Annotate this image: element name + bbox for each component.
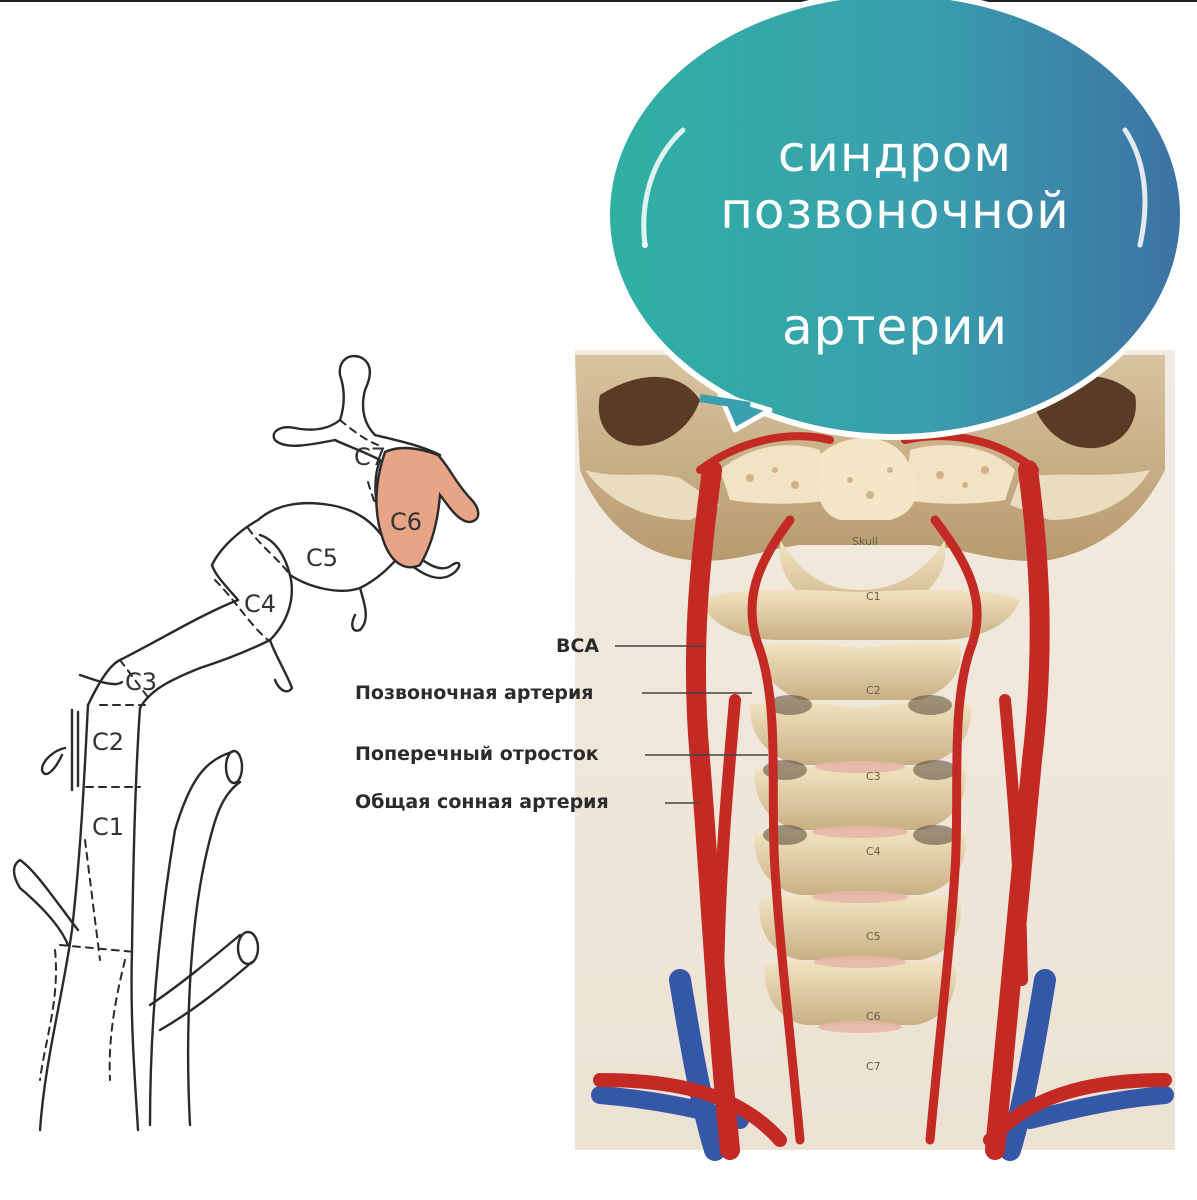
- callout-label-ica: ВСА: [556, 635, 600, 657]
- bubble-title-line2: позвоночной: [720, 182, 1070, 240]
- seg-label: C7: [354, 443, 386, 471]
- vertebra-label: C7: [866, 1060, 881, 1073]
- vertebra-label: C2: [866, 684, 881, 697]
- c6-highlight: [375, 446, 480, 569]
- callout-label-transverse-process: Поперечный отросток: [355, 743, 599, 765]
- bubble-title-line1: синдром: [777, 125, 1013, 183]
- seg-label: C1: [92, 813, 124, 841]
- callout-label-vertebral-artery: Позвоночная артерия: [355, 682, 594, 704]
- title-bubble: [604, 0, 1186, 440]
- seg-label: C3: [125, 668, 157, 696]
- top-border: [0, 0, 1197, 2]
- callout-label-common-carotid: Общая сонная артерия: [355, 791, 609, 813]
- seg-label: C2: [92, 728, 124, 756]
- seg-label: C5: [306, 544, 338, 572]
- seg-label: C6: [390, 508, 422, 536]
- vertebra-label: C3: [866, 770, 881, 783]
- vertebra-label: C1: [866, 590, 881, 603]
- bubble-title-line3: артерии: [782, 298, 1008, 356]
- vertebra-label: C6: [866, 1010, 881, 1023]
- vertebra-label: C5: [866, 930, 881, 943]
- vertebra-label: Skull: [852, 535, 878, 548]
- seg-label: C4: [244, 590, 276, 618]
- vertebra-label: C4: [866, 845, 881, 858]
